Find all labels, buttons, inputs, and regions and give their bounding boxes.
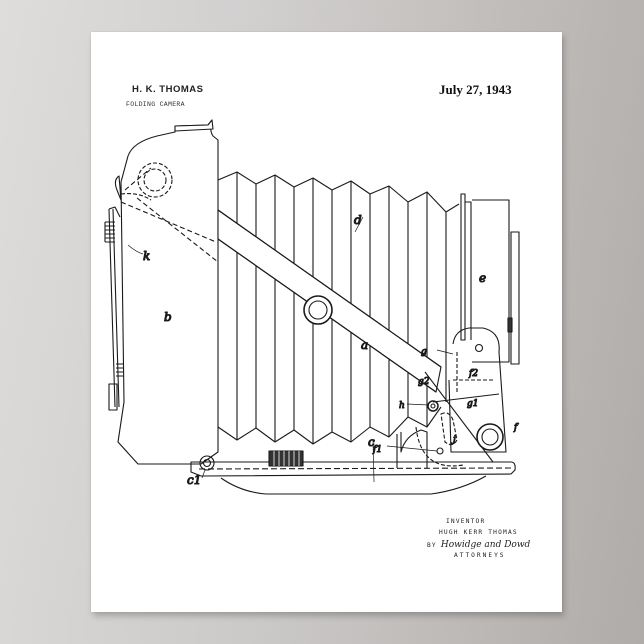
by-label: BY <box>427 542 437 549</box>
attorneys-label: ATTORNEYS <box>454 552 506 559</box>
label-b: b <box>164 310 172 324</box>
label-h: h <box>399 401 405 411</box>
arm-pivot-outer <box>303 295 333 325</box>
shutter-knob <box>507 317 513 333</box>
lens-housing-e <box>472 199 510 363</box>
arm-pivot-inner <box>308 300 328 320</box>
patent-title: FOLDING CAMERA <box>126 101 185 108</box>
focus-wheel <box>268 450 304 467</box>
pin-f1 <box>436 447 444 455</box>
label-g1: g1 <box>467 399 479 409</box>
inventor-label: INVENTOR <box>446 518 486 525</box>
bellows-top <box>217 171 460 213</box>
attorneys-signature: Howidge and Dowd <box>440 540 531 550</box>
base-underside <box>220 475 487 495</box>
top-hinge-inner <box>143 168 167 192</box>
bracket-pin-f2 <box>474 343 484 353</box>
patent-poster: H. K. THOMAS FOLDING CAMERA July 27, 194… <box>91 32 562 612</box>
front-roller-outer <box>476 423 504 451</box>
base-bed <box>190 461 516 477</box>
front-standard-plate <box>460 193 466 341</box>
strap-spring-top <box>104 221 115 243</box>
lower-link <box>415 426 464 467</box>
top-hinge-outer <box>137 162 173 198</box>
camera-body-outline <box>117 119 219 465</box>
label-c1: c1 <box>187 473 201 487</box>
shutter-ring <box>510 231 520 365</box>
label-e: e <box>479 271 486 285</box>
label-g: g <box>421 347 427 357</box>
label-d: d <box>354 213 362 227</box>
carry-strap <box>108 206 121 408</box>
label-c: c <box>368 435 375 449</box>
label-f: f <box>513 423 519 433</box>
label-j: j <box>451 435 456 445</box>
inventor-full-name: HUGH KERR THOMAS <box>439 529 518 536</box>
pivot-h <box>427 400 439 412</box>
body-top-cap <box>174 119 214 132</box>
label-f1: f1 <box>372 445 382 455</box>
front-bracket <box>448 327 507 453</box>
label-a: a <box>361 338 368 352</box>
label-f2: f2 <box>468 369 478 379</box>
hidden-arm-lines <box>120 167 219 263</box>
latch <box>114 175 122 201</box>
camera-drawing: a b c c1 d e f f1 f2 g g1 g2 h j k <box>104 119 520 495</box>
label-k: k <box>143 249 150 263</box>
rear-hinge-c1 <box>199 455 215 471</box>
strap-clip <box>108 383 118 411</box>
inventor-name: H. K. THOMAS <box>132 84 204 95</box>
strap-spring-bottom <box>116 363 124 377</box>
label-g2: g2 <box>418 377 430 387</box>
patent-date: July 27, 1943 <box>439 82 512 97</box>
